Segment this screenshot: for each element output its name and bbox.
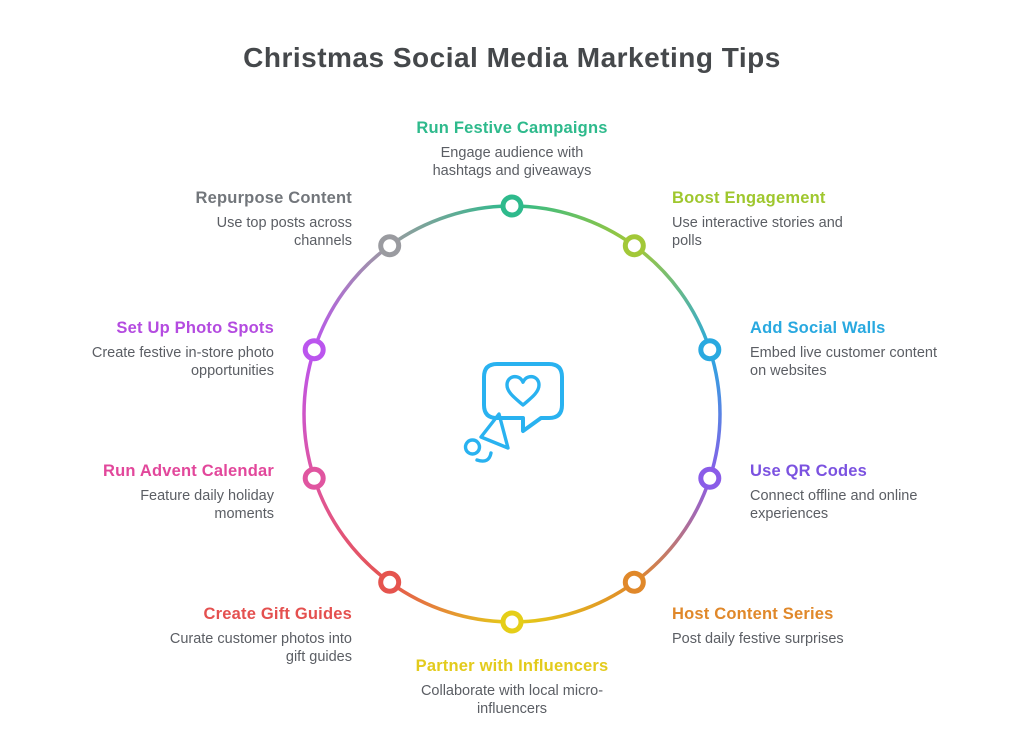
node-title: Repurpose Content xyxy=(195,189,352,207)
node-title: Use QR Codes xyxy=(750,462,868,480)
node-title: Host Content Series xyxy=(672,605,834,623)
label-add-social-walls: Add Social Walls Embed live customer con… xyxy=(750,319,970,380)
ring-arc-7 xyxy=(302,349,316,479)
node-description: Collaborate with local micro-influencers xyxy=(420,683,604,717)
node-title: Set Up Photo Spots xyxy=(116,319,274,337)
gradient-ring xyxy=(302,204,722,624)
node-description: Embed live customer content on websites xyxy=(750,345,937,379)
node-marker-create-gift-guides xyxy=(378,570,402,594)
page-title: Christmas Social Media Marketing Tips xyxy=(243,42,781,73)
ring-arc-5 xyxy=(388,580,513,624)
node-marker-repurpose-content xyxy=(378,234,402,258)
node-title: Run Advent Calendar xyxy=(103,462,274,480)
heart-shape xyxy=(505,374,541,407)
label-create-gift-guides: Create Gift Guides Curate customer photo… xyxy=(102,605,352,666)
label-partner-with-influencers: Partner with Influencers Collaborate wit… xyxy=(362,657,662,718)
ring-arc-9 xyxy=(388,204,513,248)
ring-arc-0 xyxy=(511,204,636,248)
ring-nodes xyxy=(302,194,722,634)
megaphone-handle xyxy=(475,451,493,463)
speech-bubble-shape xyxy=(482,362,564,433)
node-marker-host-content-series xyxy=(622,570,646,594)
node-description: Curate customer photos into gift guides xyxy=(169,631,352,665)
node-description: Connect offline and online experiences xyxy=(750,488,918,522)
node-title: Boost Engagement xyxy=(672,189,826,207)
ring-arc-8 xyxy=(312,244,391,351)
node-title: Partner with Influencers xyxy=(415,657,609,675)
node-description: Engage audience with hashtags and giveaw… xyxy=(432,145,592,179)
node-description: Feature daily holiday moments xyxy=(140,488,274,522)
label-run-festive-campaigns: Run Festive Campaigns Engage audience wi… xyxy=(362,119,662,180)
label-set-up-photo-spots: Set Up Photo Spots Create festive in-sto… xyxy=(54,319,274,380)
megaphone-cone xyxy=(479,412,510,450)
node-marker-run-advent-calendar xyxy=(302,466,326,490)
ring-arc-3 xyxy=(633,477,712,584)
ring-arc-4 xyxy=(511,580,636,624)
node-marker-run-festive-campaigns xyxy=(500,194,524,218)
node-marker-add-social-walls xyxy=(698,338,722,362)
label-use-qr-codes: Use QR Codes Connect offline and online … xyxy=(750,462,970,523)
node-marker-partner-with-influencers xyxy=(500,610,524,634)
label-run-advent-calendar: Run Advent Calendar Feature daily holida… xyxy=(54,462,274,523)
ring-arc-1 xyxy=(633,244,712,351)
speech-bubble-heart-megaphone-icon xyxy=(463,362,564,463)
node-marker-use-qr-codes xyxy=(698,466,722,490)
node-description: Use top posts across channels xyxy=(216,215,352,249)
label-boost-engagement: Boost Engagement Use interactive stories… xyxy=(672,189,902,250)
node-title: Run Festive Campaigns xyxy=(416,119,608,137)
node-title: Add Social Walls xyxy=(750,319,886,337)
node-marker-boost-engagement xyxy=(622,234,646,258)
label-repurpose-content: Repurpose Content Use top posts across c… xyxy=(112,189,352,250)
node-title: Create Gift Guides xyxy=(203,605,352,623)
node-description: Post daily festive surprises xyxy=(672,631,844,648)
node-description: Create festive in-store photo opportunit… xyxy=(91,345,274,379)
node-marker-set-up-photo-spots xyxy=(302,338,326,362)
label-host-content-series: Host Content Series Post daily festive s… xyxy=(672,605,922,649)
megaphone-mouthpiece xyxy=(463,438,482,456)
node-description: Use interactive stories and polls xyxy=(672,215,843,249)
ring-arc-2 xyxy=(708,349,722,479)
ring-arc-6 xyxy=(312,477,391,584)
